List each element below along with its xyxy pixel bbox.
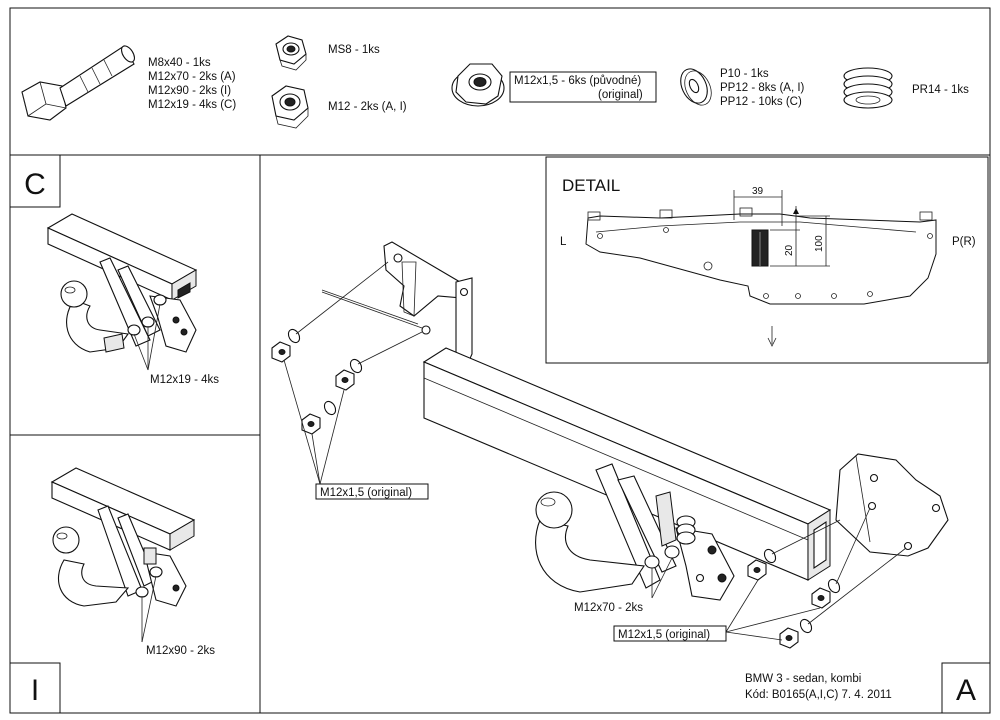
- main-right-leader-3: [725, 631, 783, 641]
- flange-nut-label-1: M12x1,5 - 6ks (původné): [514, 75, 641, 87]
- spring-washer-icon: [843, 67, 893, 109]
- bolt-label-1: M8x40 - 1ks: [148, 57, 211, 69]
- flange-nut-icon: [451, 63, 505, 107]
- view-i-bolt-label: M12x90 - 2ks: [146, 645, 215, 657]
- main-left-leader-2: [319, 389, 345, 485]
- detail-bracket-outline: [585, 207, 937, 305]
- detail-dim-small: 20: [784, 244, 795, 256]
- main-left-leader-1: [283, 359, 321, 485]
- title-model: BMW 3 - sedan, kombi: [745, 673, 861, 685]
- detail-dim-height: 100: [814, 235, 825, 252]
- main-tow-bar-assembly: [321, 241, 949, 601]
- nut-m12-icon: [271, 85, 309, 129]
- nut-ms8-label: MS8 - 1ks: [328, 44, 380, 56]
- view-c-letter: C: [24, 168, 46, 201]
- main-left-label: M12x1,5 (original): [320, 487, 412, 499]
- washer-label-1: P10 - 1ks: [720, 68, 769, 80]
- detail-dim-width: 39: [752, 186, 764, 197]
- main-right-leader-1: [725, 579, 759, 633]
- view-c-bolt-label: M12x19 - 4ks: [150, 374, 219, 386]
- detail-dimensions: [733, 190, 830, 267]
- view-c-leader-2: [147, 303, 161, 371]
- main-left-leader-3: [311, 433, 321, 485]
- main-bolt-leader-2: [651, 557, 673, 599]
- view-i-letter: I: [31, 674, 39, 707]
- view-c-tow-bar: [46, 213, 198, 353]
- detail-title: DETAIL: [562, 176, 620, 195]
- washer-label-3: PP12 - 10ks (C): [720, 96, 802, 108]
- detail-right-label: P(R): [952, 236, 976, 248]
- detail-arrow-down-icon: [767, 326, 777, 347]
- main-right-fasteners: [747, 507, 907, 649]
- main-left-fasteners: [271, 261, 423, 435]
- nut-ms8-icon: [275, 35, 307, 71]
- view-i-tow-bar: [50, 467, 196, 607]
- nut-m12-label: M12 - 2ks (A, I): [328, 101, 407, 113]
- main-left-label-box: [315, 483, 429, 500]
- detail-left-label: L: [560, 236, 567, 248]
- drawing-frame: [9, 7, 991, 714]
- bolt-label-4: M12x19 - 4ks (C): [148, 99, 236, 111]
- view-a-letter: A: [956, 674, 976, 707]
- washer-label-2: PP12 - 8ks (A, I): [720, 82, 805, 94]
- view-a-letter-box: [941, 662, 991, 714]
- detail-box: [545, 156, 989, 364]
- view-i-leader-2: [141, 575, 157, 643]
- main-right-label-box: [613, 625, 727, 642]
- view-c-leader-3: [133, 333, 149, 371]
- main-bolt-label: M12x70 - 2ks: [574, 602, 643, 614]
- main-right-leader-2: [725, 607, 821, 633]
- title-code: Kód: B0165(A,I,C) 7. 4. 2011: [745, 689, 892, 701]
- view-i-letter-box: [9, 662, 61, 714]
- main-right-label: M12x1,5 (original): [618, 629, 710, 641]
- flange-nut-label-2: (original): [598, 89, 643, 101]
- bolt-label-2: M12x70 - 2ks (A): [148, 71, 236, 83]
- view-c-letter-box: [9, 154, 61, 208]
- bolt-icon: [21, 45, 136, 121]
- flange-nut-label-box: [509, 71, 657, 103]
- bolt-label-3: M12x90 - 2ks (I): [148, 85, 231, 97]
- washer-icon: [680, 68, 712, 106]
- spring-washer-label: PR14 - 1ks: [912, 84, 969, 96]
